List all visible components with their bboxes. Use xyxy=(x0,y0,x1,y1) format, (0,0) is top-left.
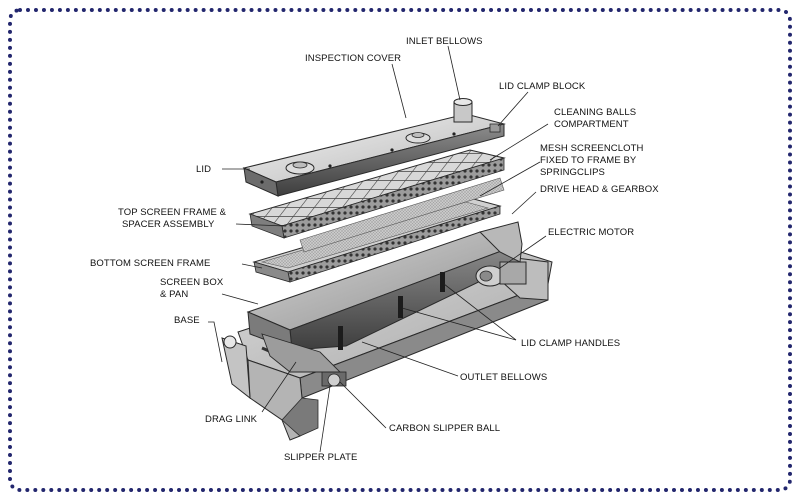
leader-inspection-cover xyxy=(391,63,407,119)
label-outlet-bellows: OUTLET BELLOWS xyxy=(460,372,547,383)
leader-outlet-bellows xyxy=(361,341,459,377)
label-electric-motor: ELECTRIC MOTOR xyxy=(548,227,634,238)
leader-cleaning-balls xyxy=(489,123,549,161)
label-screen-box-line2: & PAN xyxy=(160,289,188,300)
leader-inlet-bellows xyxy=(447,45,461,101)
label-mesh-line2: FIXED TO FRAME BY xyxy=(540,155,637,166)
label-mesh-line1: MESH SCREENCLOTH xyxy=(540,143,644,154)
leader-carbon-slipper-ball xyxy=(339,381,387,429)
label-drag-link: DRAG LINK xyxy=(205,414,258,425)
dotted-border-frame xyxy=(8,8,792,492)
label-bottom-screen-frame: BOTTOM SCREEN FRAME xyxy=(90,258,210,269)
leader-top-screen-frame xyxy=(235,223,285,227)
leader-electric-motor xyxy=(499,235,547,269)
leader-slipper-plate xyxy=(319,385,331,453)
leader-lid-clamp-block xyxy=(497,91,529,127)
label-inspection-cover: INSPECTION COVER xyxy=(305,53,401,64)
leader-mesh-screencloth xyxy=(479,161,541,197)
label-top-frame-line1: TOP SCREEN FRAME & xyxy=(118,207,227,218)
label-top-frame-line2: SPACER ASSEMBLY xyxy=(122,219,215,230)
label-drive-head: DRIVE HEAD & GEARBOX xyxy=(540,184,659,195)
label-inlet-bellows: INLET BELLOWS xyxy=(406,36,483,47)
leader-drive-head xyxy=(511,191,537,215)
screen-box-part xyxy=(246,221,527,373)
label-screen-box-line1: SCREEN BOX xyxy=(160,277,224,288)
label-slipper-plate: SLIPPER PLATE xyxy=(284,452,357,463)
leader-lid-clamp-handles xyxy=(443,283,517,341)
label-cleaning-balls-line2: COMPARTMENT xyxy=(554,119,629,130)
leader-lines xyxy=(208,45,549,453)
lid-part xyxy=(242,98,506,197)
top-screen-frame-part xyxy=(248,149,506,253)
leader-bottom-screen-frame xyxy=(241,263,263,269)
label-cleaning-balls-line1: CLEANING BALLS xyxy=(554,107,636,118)
label-lid-clamp-block: LID CLAMP BLOCK xyxy=(499,81,586,92)
label-mesh-line3: SPRINGCLIPS xyxy=(540,167,605,178)
label-lid: LID xyxy=(196,164,211,175)
label-base: BASE xyxy=(174,315,200,326)
leader-screen-box xyxy=(221,293,259,305)
label-lid-clamp-handles: LID CLAMP HANDLES xyxy=(521,338,620,349)
leader-lid-clamp-handles-2 xyxy=(401,307,517,341)
label-carbon-slipper-ball: CARBON SLIPPER BALL xyxy=(389,423,500,434)
leader-drag-link xyxy=(261,361,297,413)
labels: INLET BELLOWS INSPECTION COVER LID CLAMP… xyxy=(90,36,659,463)
leader-base xyxy=(208,321,223,363)
